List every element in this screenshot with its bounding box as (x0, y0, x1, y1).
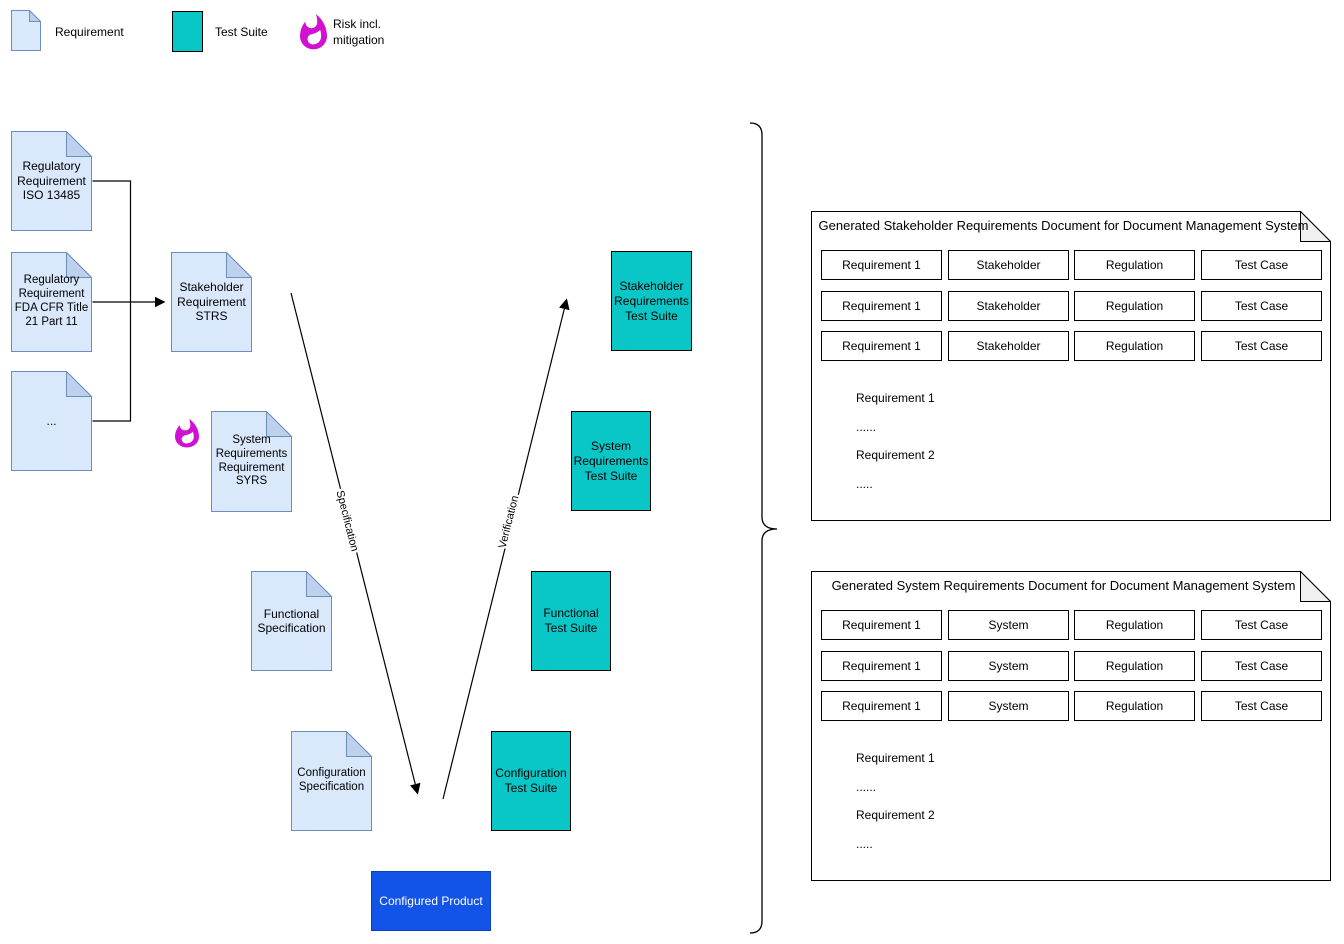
table-cell: Requirement 1 (821, 610, 942, 640)
panel-document-shape (811, 210, 1332, 521)
legend-requirement-icon (11, 10, 41, 51)
body-line: ..... (856, 837, 873, 851)
document-more-ellipsis: ... (11, 371, 92, 471)
table-cell: Requirement 1 (821, 651, 942, 681)
table-cell: Test Case (1201, 250, 1322, 280)
legend-test-suite-label: Test Suite (215, 25, 268, 39)
table-cell: System (948, 610, 1069, 640)
body-line: Requirement 2 (856, 808, 935, 822)
table-cell: Requirement 1 (821, 291, 942, 321)
table-cell: Test Case (1201, 610, 1322, 640)
generated-stakeholder-requirements-panel: Generated Stakeholder Requirements Docum… (811, 210, 1332, 521)
table-cell: Requirement 1 (821, 250, 942, 280)
legend-risk-label: Risk incl. mitigation (333, 17, 385, 47)
body-line: Requirement 1 (856, 751, 935, 765)
regulatory-bus-connector (92, 180, 132, 422)
legend-requirement-label: Requirement (55, 25, 124, 39)
document-icon (11, 10, 41, 51)
document-icon (171, 252, 252, 352)
panel-title: Generated System Requirements Document f… (831, 578, 1296, 593)
panel-document-shape (811, 570, 1332, 881)
test-suite-stakeholder: Stakeholder Requirements Test Suite (611, 251, 692, 351)
table-cell: Regulation (1074, 691, 1195, 721)
document-stakeholder-strs: Stakeholder Requirement STRS (171, 252, 252, 352)
verification-edge-label: Verification (497, 494, 522, 549)
document-label: Stakeholder Requirement STRS (177, 280, 246, 324)
table-cell: Requirement 1 (821, 331, 942, 361)
table-cell: Regulation (1074, 291, 1195, 321)
document-label: Regulatory Requirement FDA CFR Title 21 … (14, 274, 89, 328)
document-label: Functional Specification (257, 606, 326, 635)
document-functional-spec: Functional Specification (251, 571, 332, 671)
document-label: Regulatory Requirement ISO 13485 (17, 159, 86, 203)
document-label: Configuration Specification (297, 767, 366, 793)
table-cell: Regulation (1074, 610, 1195, 640)
document-configuration-spec: Configuration Specification (291, 731, 372, 831)
test-suite-functional: Functional Test Suite (531, 571, 611, 671)
document-icon (11, 371, 92, 471)
document-icon (11, 252, 92, 352)
document-regulatory-iso13485: Regulatory Requirement ISO 13485 (11, 131, 92, 231)
risk-flame-icon (175, 418, 199, 453)
table-cell: Test Case (1201, 291, 1322, 321)
specification-arrow (290, 292, 421, 795)
document-icon (11, 131, 92, 231)
panel-title: Generated Stakeholder Requirements Docum… (818, 218, 1309, 233)
curly-brace (749, 122, 778, 934)
table-cell: System (948, 691, 1069, 721)
body-line: Requirement 2 (856, 448, 935, 462)
table-cell: Regulation (1074, 651, 1195, 681)
table-cell: Requirement 1 (821, 691, 942, 721)
legend-test-suite-icon (172, 11, 203, 52)
body-line: Requirement 1 (856, 391, 935, 405)
table-cell: Test Case (1201, 331, 1322, 361)
test-suite-configuration: Configuration Test Suite (491, 731, 571, 831)
table-cell: System (948, 651, 1069, 681)
table-cell: Stakeholder (948, 291, 1069, 321)
body-line: ...... (856, 420, 877, 434)
generated-system-requirements-panel: Generated System Requirements Document f… (811, 570, 1332, 881)
body-line: ..... (856, 477, 873, 491)
table-cell: Regulation (1074, 331, 1195, 361)
table-cell: Test Case (1201, 691, 1322, 721)
legend-risk-flame-icon (300, 13, 327, 55)
body-line: ...... (856, 780, 877, 794)
document-regulatory-fda: Regulatory Requirement FDA CFR Title 21 … (11, 252, 92, 352)
table-cell: Stakeholder (948, 250, 1069, 280)
verification-arrow (442, 298, 570, 800)
table-cell: Regulation (1074, 250, 1195, 280)
table-cell: Stakeholder (948, 331, 1069, 361)
configured-product-box: Configured Product (371, 871, 491, 931)
document-label: ... (46, 413, 57, 428)
specification-edge-label: Specification (333, 489, 360, 552)
document-system-syrs: System Requirements Requirement SYRS (211, 411, 292, 512)
document-label: System Requirements Requirement SYRS (215, 433, 288, 488)
test-suite-system: System Requirements Test Suite (571, 411, 651, 511)
table-cell: Test Case (1201, 651, 1322, 681)
document-icon (211, 411, 292, 512)
